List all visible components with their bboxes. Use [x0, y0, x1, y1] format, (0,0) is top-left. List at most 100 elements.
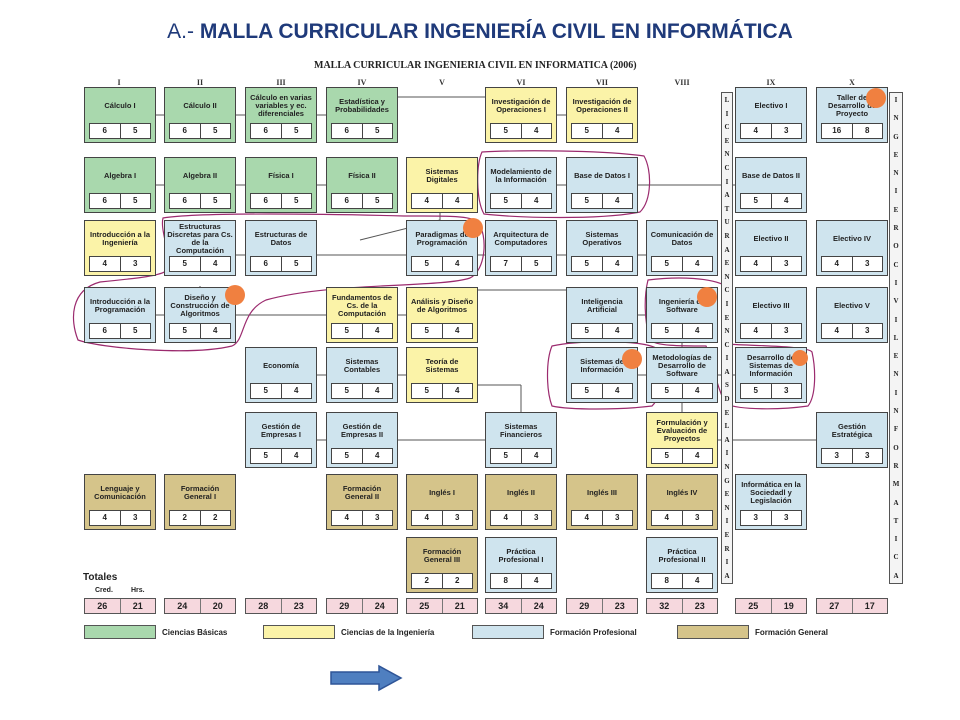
vertical-letter: C — [724, 163, 730, 172]
course-name: Gestión de Empresas I — [260, 422, 302, 439]
vertical-letter: C — [724, 286, 730, 295]
total-hours: 17 — [851, 599, 888, 613]
course-informatica-sociedad: Informática en la Sociedadl y Legislació… — [735, 474, 807, 530]
course-credits: 7 — [503, 259, 508, 268]
course-hours: 4 — [601, 194, 633, 208]
totals-hrs-label: Hrs. — [131, 587, 145, 594]
course-name: Algebra II — [182, 171, 218, 181]
semester-header-ix: IX — [766, 78, 776, 87]
course-hours: 4 — [681, 324, 713, 338]
course-name: Paradigmas de Programación — [415, 230, 469, 247]
total-credits: 25 — [748, 601, 759, 611]
course-credits: 4 — [584, 513, 589, 522]
course-name: Inglés II — [507, 488, 535, 498]
course-name: Electivo II — [753, 234, 789, 244]
course-credits: 5 — [424, 326, 429, 335]
vertical-letter: N — [893, 169, 899, 178]
vertical-letter: A — [724, 435, 730, 444]
total-hours: 20 — [199, 599, 236, 613]
course-hours: 5 — [280, 257, 312, 271]
course-name: Cálculo en varias variables y ec. difere… — [250, 93, 312, 118]
course-hours: 3 — [851, 449, 883, 463]
course-credits: 6 — [102, 196, 107, 205]
course-hours: 4 — [601, 324, 633, 338]
course-hours: 4 — [199, 324, 231, 338]
semester-header-v: V — [439, 78, 445, 87]
vertical-letter: C — [893, 260, 899, 269]
vertical-letter: U — [724, 218, 730, 227]
total-hours: 24 — [361, 599, 398, 613]
vertical-letter: I — [725, 177, 729, 186]
vertical-letter: N — [724, 327, 730, 336]
semester-header-iii: III — [276, 78, 286, 87]
vertical-letter: I — [894, 278, 898, 287]
slide-title-prefix: A.- — [167, 20, 200, 43]
course-name: Inteligencia Artificial — [581, 297, 623, 314]
highlight-marker — [697, 287, 717, 307]
course-credits: 5 — [263, 451, 268, 460]
vertical-letter: N — [724, 150, 730, 159]
course-credits: 16 — [832, 126, 842, 135]
total-hours: 19 — [770, 599, 807, 613]
course-hours: 5 — [361, 194, 393, 208]
course-name: Electivo IV — [833, 234, 871, 244]
course-hours: 3 — [770, 124, 802, 138]
course-credits: 4 — [344, 513, 349, 522]
legend-label: Formación General — [755, 627, 828, 637]
course-hours: 4 — [681, 257, 713, 271]
course-credits: 5 — [664, 326, 669, 335]
course-name: Análisis y Diseño de Algoritmos — [410, 297, 474, 314]
vertical-letter: V — [893, 297, 899, 306]
course-credits: 5 — [584, 126, 589, 135]
vertical-letter: E — [724, 408, 730, 417]
vertical-letter: N — [893, 114, 899, 123]
course-hours: 4 — [441, 194, 473, 208]
course-name: Desarrollo de Sistemas de Información — [747, 353, 795, 378]
right-arrow-icon[interactable] — [329, 664, 403, 692]
course-name: Teoría de Sistemas — [425, 357, 459, 374]
course-name: Arquitectura de Computadores — [493, 230, 549, 247]
vertical-letter: C — [724, 123, 730, 132]
course-hours: 4 — [601, 384, 633, 398]
course-credits: 6 — [102, 126, 107, 135]
course-name: Estructuras de Datos — [254, 230, 308, 247]
course-credits: 5 — [753, 196, 758, 205]
highlight-marker — [463, 218, 483, 238]
vertical-letter: I — [725, 109, 729, 118]
course-credits: 4 — [424, 196, 429, 205]
legend-label: Formación Profesional — [550, 627, 637, 637]
course-name: Gestión de Empresas II — [340, 422, 384, 439]
vertical-letter: T — [724, 204, 730, 213]
course-credits: 5 — [664, 451, 669, 460]
